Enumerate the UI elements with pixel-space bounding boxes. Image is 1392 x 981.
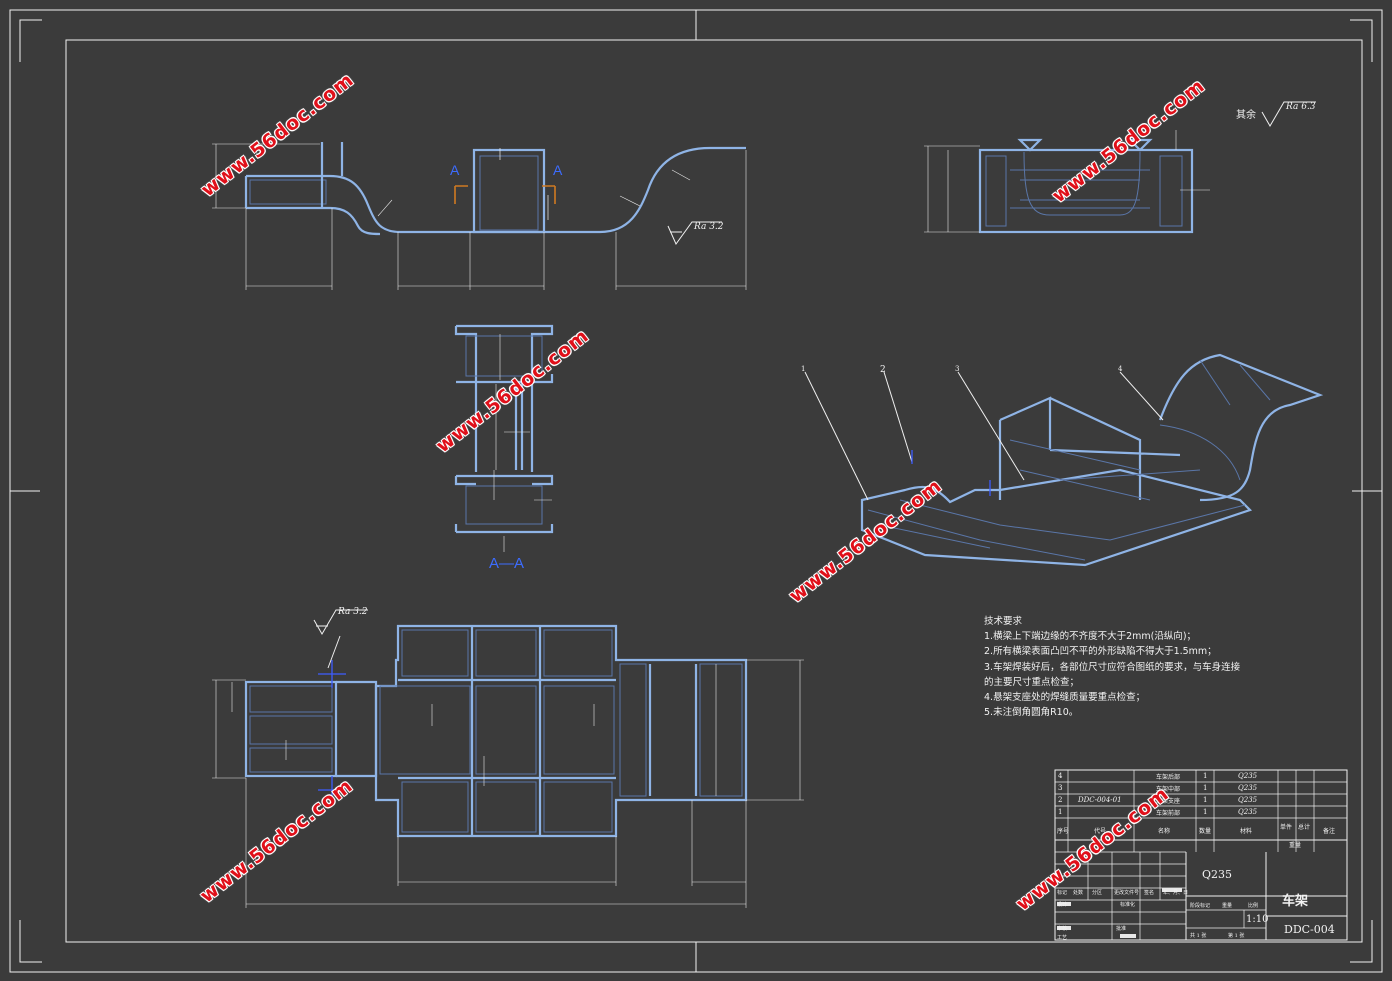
bom-header-remark: 备注 (1323, 828, 1336, 835)
roughness-top: Ra 3.2 (338, 607, 368, 617)
callout-1: 1 (801, 365, 806, 373)
top-view (212, 609, 804, 908)
bom-qty: 1 (1203, 784, 1208, 792)
bom-name: 车架后部 (1156, 774, 1181, 781)
section-marker-right: A (553, 162, 563, 178)
bom-qty: 1 (1203, 796, 1208, 804)
label-check: 审核 (1057, 926, 1068, 932)
bom-no: 2 (1058, 796, 1063, 804)
bom-material: Q235 (1238, 808, 1258, 816)
front-view (212, 142, 747, 290)
label-sheet: 第 1 张 (1228, 933, 1245, 939)
bom-name: 车架前部 (1156, 810, 1181, 817)
label-standardize: 标准化 (1120, 902, 1136, 908)
drawing-number: DDC-004 (1284, 923, 1335, 936)
tech-item: 4.悬架支座处的焊缝质量要重点检查； (984, 692, 1146, 704)
title-block (1054, 769, 1348, 941)
drawing-title: 车架 (1282, 894, 1309, 909)
bom-header-code: 代号 (1094, 828, 1107, 835)
bom-code: DDC-004-01 (1078, 796, 1122, 804)
tech-item: 3.车架焊装好后，各部位尺寸应符合图纸的要求，与车身连接 (984, 661, 1241, 673)
label-scale: 比例 (1248, 903, 1259, 909)
tech-item: 5.未注倒角圆角R10。 (984, 707, 1079, 719)
section-view-label: A—A (489, 555, 525, 572)
bom-material: Q235 (1238, 796, 1258, 804)
label-process: 工艺 (1057, 935, 1068, 941)
section-marker-left: A (450, 162, 460, 178)
label-change: 更改文件号 (1114, 890, 1140, 896)
bom-header-material: 材料 (1240, 828, 1253, 835)
tech-heading: 技术要求 (984, 616, 1023, 627)
bom-no: 4 (1058, 772, 1063, 780)
label-sheets: 共 1 张 (1190, 933, 1207, 939)
bom-header-weight: 重量 (1289, 842, 1302, 849)
label-stage: 阶段标记 (1190, 903, 1211, 909)
bom-qty: 1 (1203, 808, 1208, 816)
section-a-a (454, 324, 554, 552)
label-date: 年、月、日 (1163, 890, 1189, 896)
bom-qty: 1 (1203, 772, 1208, 780)
label-approve: 批准 (1116, 926, 1127, 932)
bom-name: 悬架支座 (1156, 798, 1181, 805)
roughness-general-prefix: 其余 (1236, 110, 1256, 121)
material-field: Q235 (1202, 868, 1233, 881)
roughness-front: Ra 3.2 (694, 222, 724, 232)
tech-item: 1.横梁上下端边缘的不齐度不大于2mm(沿纵向)； (984, 631, 1197, 643)
isometric-view (804, 353, 1324, 567)
sheet-border (9, 9, 1383, 973)
bom-header-qty: 数量 (1199, 828, 1212, 835)
label-count: 处数 (1073, 890, 1084, 896)
callout-4: 4 (1118, 365, 1123, 373)
side-view (924, 101, 1316, 234)
bom-no: 1 (1058, 808, 1063, 816)
bom-material: Q235 (1238, 772, 1258, 780)
scale-field: 1:10 (1246, 914, 1269, 925)
bom-header-no: 序号 (1057, 828, 1070, 835)
bom-header-total: 总计 (1298, 824, 1311, 831)
bom-no: 3 (1058, 784, 1063, 792)
callout-3: 3 (955, 365, 960, 373)
label-mark: 标记 (1057, 890, 1068, 896)
callout-2: 2 (880, 365, 886, 375)
technical-requirements: 技术要求 1.横梁上下端边缘的不齐度不大于2mm(沿纵向)； 2.所有横梁表面凸… (984, 614, 1240, 720)
label-sign: 签名 (1144, 890, 1155, 896)
bom-header-unit: 单件 (1280, 824, 1293, 831)
bom-material: Q235 (1238, 784, 1258, 792)
roughness-general: Ra 6.3 (1286, 102, 1316, 112)
label-zone: 分区 (1092, 890, 1103, 896)
label-weight: 重量 (1222, 903, 1233, 909)
bom-header-name: 名称 (1158, 828, 1171, 835)
tech-item: 2.所有横梁表面凸凹不平的外形缺陷不得大于1.5mm； (984, 646, 1217, 658)
bom-name: 车架中部 (1156, 786, 1181, 793)
label-design: 设计 (1057, 902, 1068, 908)
tech-item: 的主要尺寸重点检查； (984, 676, 1080, 688)
